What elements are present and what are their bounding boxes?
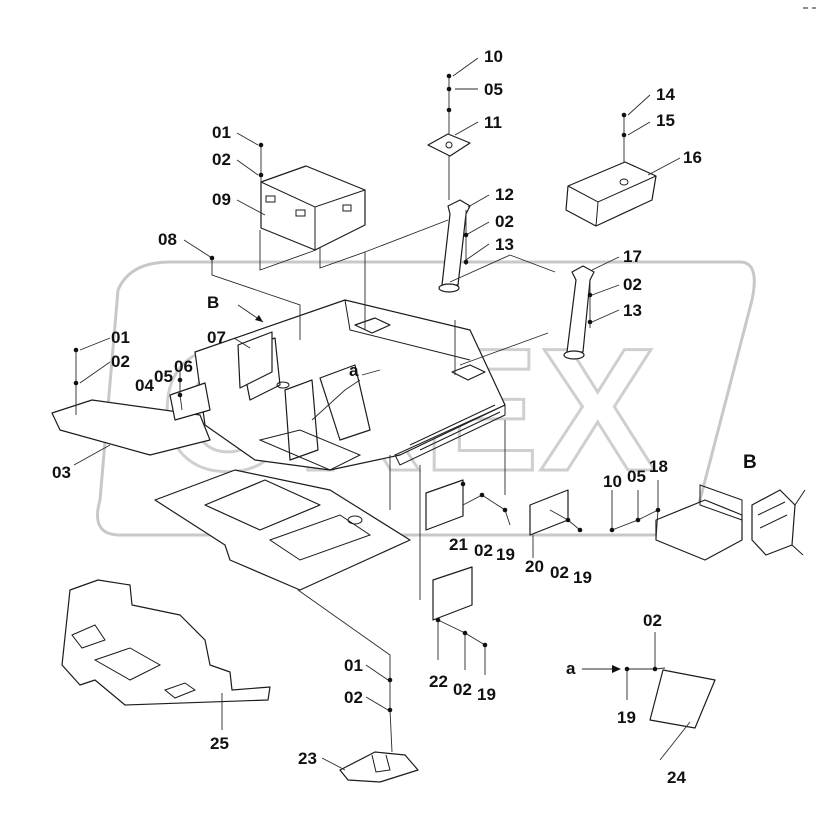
callout-09: 09	[212, 190, 231, 209]
callout-06: 06	[174, 357, 193, 376]
callout-08: 08	[158, 230, 177, 249]
callout-19: 19	[617, 708, 636, 727]
callout-14: 14	[656, 85, 675, 104]
callout-04: 04	[135, 376, 154, 395]
callout-02: 02	[453, 680, 472, 699]
callout-02: 02	[212, 150, 231, 169]
part-11-plate	[427, 133, 471, 157]
leader-lines	[73, 57, 691, 771]
callout-07: 07	[207, 328, 226, 347]
callout-21: 21	[449, 535, 468, 554]
detail-b	[655, 484, 806, 561]
callout-01: 01	[111, 328, 130, 347]
callout-02: 02	[550, 563, 569, 582]
part-09-box	[260, 165, 366, 251]
callout-19: 19	[477, 685, 496, 704]
callout-05: 05	[484, 80, 503, 99]
callout-12: 12	[495, 185, 514, 204]
callout-02: 02	[495, 212, 514, 231]
callout-25: 25	[210, 734, 229, 753]
part-03-mat	[51, 399, 211, 456]
callout-B-detail: B	[743, 452, 757, 473]
callout-05: 05	[154, 367, 173, 386]
part-21-plate	[425, 479, 464, 531]
callout-18: 18	[649, 457, 668, 476]
callout-24: 24	[667, 768, 686, 787]
floor-plate	[154, 469, 411, 591]
callout-13: 13	[495, 235, 514, 254]
callout-17: 17	[623, 247, 642, 266]
callout-03: 03	[52, 463, 71, 482]
callout-10: 10	[603, 472, 622, 491]
callout-02: 02	[623, 275, 642, 294]
callout-11: 11	[484, 113, 502, 132]
callout-23: 23	[298, 749, 317, 768]
callout-02: 02	[643, 611, 662, 630]
callout-22: 22	[429, 672, 448, 691]
callout-13: 13	[623, 301, 642, 320]
part-25-mat	[61, 579, 271, 706]
callout-19: 19	[496, 545, 515, 564]
part-24-plate	[649, 669, 716, 729]
callout-19: 19	[573, 568, 592, 587]
callout-15: 15	[656, 111, 675, 130]
part-23-bracket	[339, 751, 419, 783]
callout-B: B	[207, 293, 219, 312]
callout-02: 02	[344, 688, 363, 707]
part-22-plate	[432, 566, 473, 621]
callout-a: a	[349, 361, 359, 380]
callout-02: 02	[474, 541, 493, 560]
part-16-tank	[565, 161, 657, 227]
callout-05: 05	[627, 467, 646, 486]
part-12-column	[438, 199, 471, 293]
callout-a: a	[566, 659, 576, 678]
callout-labels: 10 05 11 14 15 16 01 02 09 12 02 13 08 1…	[52, 47, 757, 787]
part-17-column	[563, 265, 595, 360]
fastener-dots	[73, 73, 661, 713]
callout-16: 16	[683, 148, 702, 167]
callout-02: 02	[111, 352, 130, 371]
callout-01: 01	[212, 123, 231, 142]
callout-20: 20	[525, 557, 544, 576]
callout-01: 01	[344, 656, 363, 675]
callout-10: 10	[484, 47, 503, 66]
